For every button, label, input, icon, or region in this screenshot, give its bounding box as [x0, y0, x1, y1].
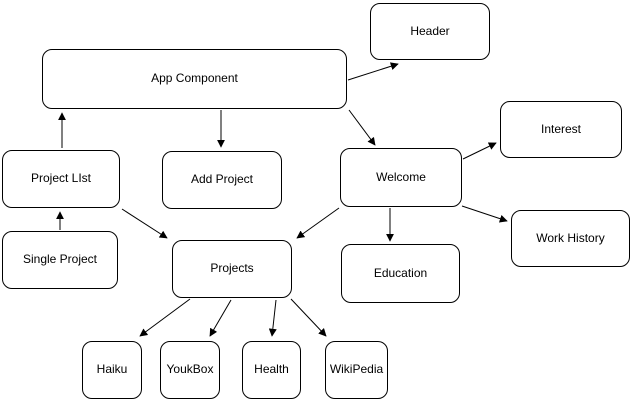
edge-project-list-to-projects [121, 208, 168, 239]
node-education[interactable]: Education [341, 244, 460, 303]
edge-projects-to-health [268, 299, 277, 337]
node-label-projects: Projects [210, 261, 254, 276]
node-add-project[interactable]: Add Project [162, 151, 282, 209]
node-label-education: Education [373, 265, 428, 280]
node-work-history[interactable]: Work History [511, 210, 630, 267]
node-single-project[interactable]: Single Project [2, 231, 118, 289]
edge-projects-to-youkbox [209, 299, 232, 337]
node-label-work-history: Work History [536, 230, 605, 245]
node-label-wikipedia: WikiPedia [329, 362, 384, 377]
node-health[interactable]: Health [242, 341, 301, 399]
node-label-project-list: Project LIst [30, 171, 92, 186]
node-welcome[interactable]: Welcome [340, 148, 462, 207]
node-interest[interactable]: Interest [500, 101, 622, 158]
edge-projects-to-wikipedia [290, 298, 327, 337]
node-label-interest: Interest [540, 121, 582, 136]
node-label-health: Health [254, 362, 289, 377]
edge-welcome-to-projects [296, 207, 340, 239]
node-label-haiku: Haiku [96, 362, 128, 377]
node-haiku[interactable]: Haiku [82, 341, 142, 399]
node-label-app-component: App Component [151, 71, 238, 86]
node-label-single-project: Single Project [22, 252, 98, 267]
node-label-welcome: Welcome [376, 169, 426, 184]
node-projects[interactable]: Projects [172, 240, 292, 298]
node-project-list[interactable]: Project LIst [2, 150, 120, 208]
node-label-add-project: Add Project [190, 172, 254, 187]
node-label-youkbox: YoukBox [166, 362, 214, 377]
edge-welcome-to-work-history [461, 205, 508, 223]
edge-app-component-to-header [347, 62, 399, 81]
node-label-header: Header [410, 23, 450, 38]
node-youkbox[interactable]: YoukBox [160, 341, 220, 399]
edge-app-component-to-welcome [348, 109, 376, 146]
node-wikipedia[interactable]: WikiPedia [325, 341, 388, 399]
edge-welcome-to-interest [462, 142, 497, 160]
node-header[interactable]: Header [370, 3, 490, 60]
edge-projects-to-haiku [139, 298, 191, 337]
node-app-component[interactable]: App Component [42, 49, 347, 109]
